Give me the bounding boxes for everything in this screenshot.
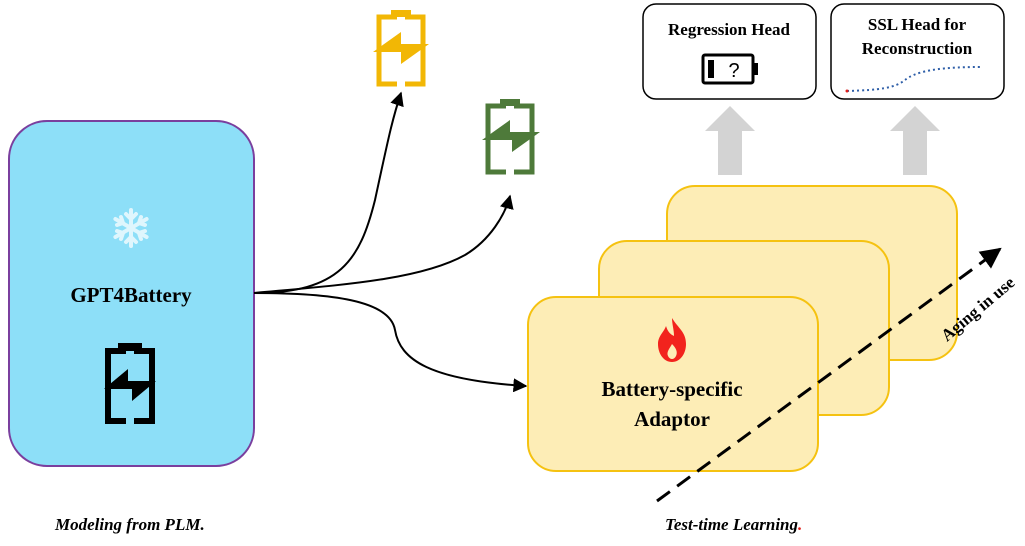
regression-head-box: [642, 3, 817, 100]
ssl-head-label-line1: SSL Head for: [868, 15, 967, 34]
dotted-curve-icon: [846, 66, 981, 92]
arrow-to-adaptor: [253, 292, 528, 393]
ssl-head-box: [830, 3, 1005, 100]
curve-start-dot: [845, 89, 849, 93]
gray-up-arrows: [705, 106, 940, 175]
right-caption: Test-time Learning.: [665, 515, 802, 534]
arrow-to-green-battery: [253, 194, 514, 294]
snowflake-icon: [113, 208, 149, 248]
regression-head-label: Regression Head: [668, 20, 791, 39]
ssl-head: SSL Head for Reconstruction: [830, 3, 1005, 100]
battery-charging-icon: [482, 99, 540, 175]
arrow-to-ssl-head: [890, 106, 940, 175]
connector-arrows: [253, 91, 528, 393]
gpt4battery-title: GPT4Battery: [70, 283, 192, 307]
svg-text:?: ?: [728, 60, 739, 82]
battery-unknown-icon: ?: [701, 53, 758, 85]
arrow-to-regression-head: [705, 106, 755, 175]
adaptor-stack: Battery-specific Adaptor: [527, 185, 958, 472]
adaptor-label-line2: Adaptor: [634, 407, 710, 431]
ssl-head-label-line2: Reconstruction: [862, 39, 973, 58]
aging-arrow: [656, 247, 1002, 503]
battery-charging-icon: [104, 343, 156, 424]
adaptor-card-front: [527, 296, 819, 472]
left-caption: Modeling from PLM.: [54, 515, 205, 534]
arrow-to-yellow-battery: [253, 91, 404, 294]
battery-charging-icon: [373, 10, 429, 87]
adaptor-label-line1: Battery-specific: [601, 377, 742, 401]
regression-head: Regression Head ?: [642, 3, 817, 100]
flame-icon: [658, 318, 686, 362]
gpt4battery-panel: GPT4Battery: [8, 120, 255, 467]
